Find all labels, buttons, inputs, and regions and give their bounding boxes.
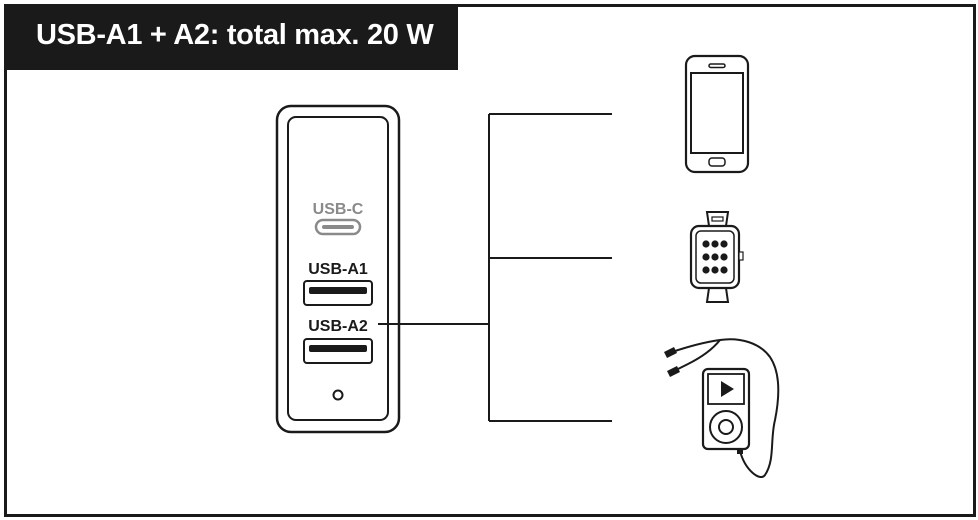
- usb-a2-port-tongue: [309, 345, 367, 352]
- smartphone-icon: [684, 54, 750, 174]
- smartwatch-icon: [689, 211, 744, 303]
- led-indicator: [332, 389, 344, 401]
- diagram-frame: [4, 4, 976, 517]
- usb-c-port-tongue: [322, 225, 354, 229]
- connection-lines: [378, 113, 612, 422]
- usb-a2-label: USB-A2: [308, 318, 368, 335]
- title-bar: USB-A1 + A2: total max. 20 W: [4, 4, 458, 70]
- usb-a1-label: USB-A1: [308, 261, 368, 278]
- mp3-player-icon: [664, 338, 780, 478]
- usb-c-label: USB-C: [313, 201, 364, 218]
- page-title: USB-A1 + A2: total max. 20 W: [36, 19, 434, 51]
- usb-a1-port-tongue: [309, 287, 367, 294]
- charger: USB-C USB-A1 USB-A2: [275, 104, 401, 434]
